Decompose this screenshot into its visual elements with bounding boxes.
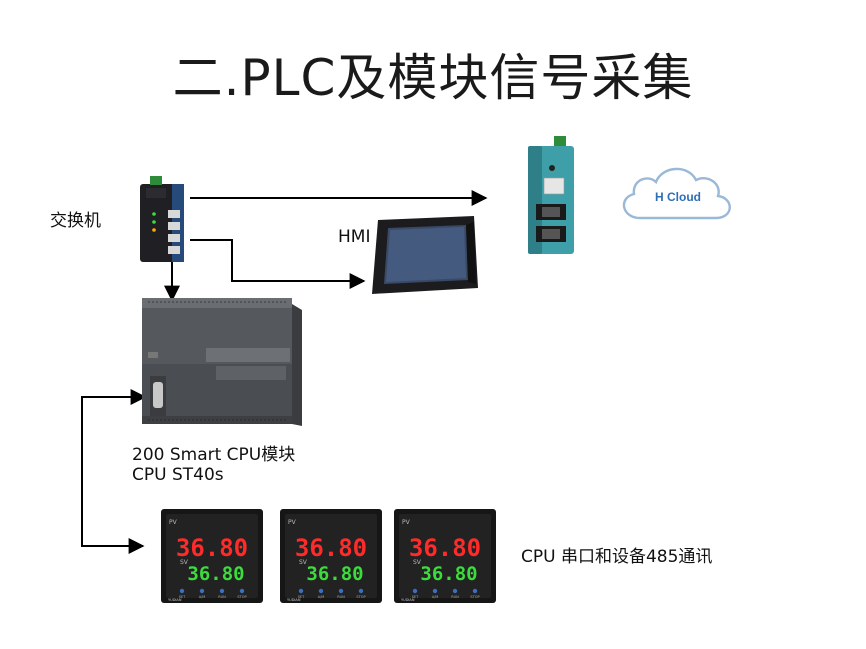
pv-tag: PV [288, 519, 297, 526]
sv-display: 36.80 [187, 563, 244, 585]
am-key-label: A/M [432, 595, 439, 599]
controller-2: PV 36.80 SV 36.80 SET A/M RUN STOP YUDIA… [279, 508, 383, 608]
switch-to-hmi-line [190, 239, 366, 289]
serial-label: CPU 串口和设备485通讯 [521, 547, 713, 567]
hmi-label: HMI [338, 227, 371, 247]
temperature-controller-icon: PV 36.80 SV 36.80 SET A/M RUN STOP YUDIA… [280, 509, 382, 603]
pv-display: 36.80 [409, 534, 481, 562]
run-key-label: RUN [451, 595, 459, 599]
run-key-label: RUN [337, 595, 345, 599]
stop-key-label: STOP [356, 595, 365, 599]
pv-tag: PV [169, 519, 178, 526]
brand-label: YUDIAN [168, 598, 182, 602]
controller-1: PV 36.80 SV 36.80 SET A/M RUN STOP YUDIA… [160, 508, 264, 608]
pv-display: 36.80 [295, 534, 367, 562]
controller-3: PV 36.80 SV 36.80 SET A/M RUN STOP YUDIA… [393, 508, 497, 608]
am-key-label: A/M [318, 595, 325, 599]
gateway-icon [528, 136, 574, 254]
plc-serial-line [81, 389, 147, 554]
brand-label: YUDIAN [287, 598, 301, 602]
sv-tag: SV [180, 559, 189, 566]
cloud-icon: H Cloud [622, 167, 731, 220]
am-key-label: A/M [199, 595, 206, 599]
stop-key-label: STOP [470, 595, 479, 599]
set-key-label: SET [298, 595, 305, 599]
sv-tag: SV [413, 559, 422, 566]
cpu-label-line1: 200 Smart CPU模块 [132, 445, 296, 465]
switch-label: 交换机 [50, 211, 101, 231]
run-key-label: RUN [218, 595, 226, 599]
pv-display: 36.80 [176, 534, 248, 562]
sv-display: 36.80 [420, 563, 477, 585]
temperature-controller-icon: PV 36.80 SV 36.80 SET A/M RUN STOP YUDIA… [161, 509, 263, 603]
temperature-controller-icon: PV 36.80 SV 36.80 SET A/M RUN STOP YUDIA… [394, 509, 496, 603]
sv-tag: SV [299, 559, 308, 566]
brand-label: YUDIAN [401, 598, 415, 602]
set-key-label: SET [412, 595, 419, 599]
set-key-label: SET [179, 595, 186, 599]
hmi-panel-icon [372, 216, 478, 294]
sv-display: 36.80 [306, 563, 363, 585]
pv-tag: PV [402, 519, 411, 526]
stop-key-label: STOP [237, 595, 246, 599]
plc-cpu-icon [142, 298, 302, 426]
network-switch-icon [140, 176, 184, 262]
cpu-label-line2: CPU ST40s [132, 465, 224, 485]
page-title: 二.PLC及模块信号采集 [172, 49, 694, 107]
cloud-label: H Cloud [655, 190, 701, 204]
